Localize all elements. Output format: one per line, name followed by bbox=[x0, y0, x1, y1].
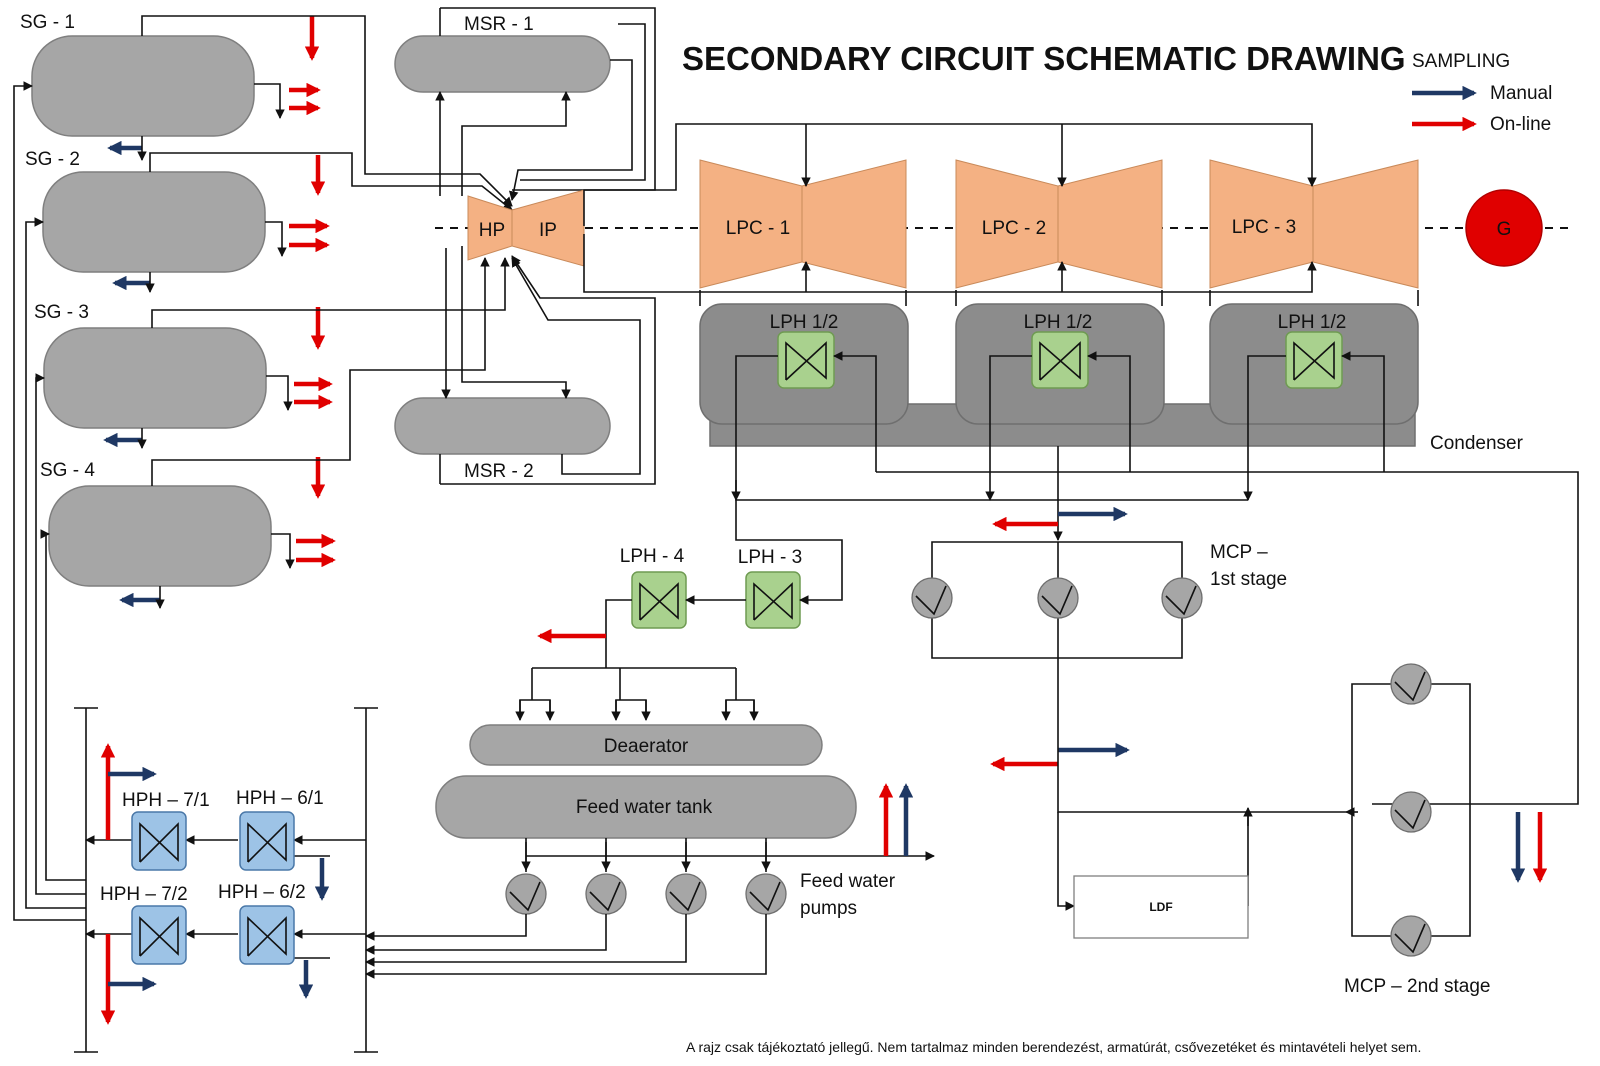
footnote: A rajz csak tájékoztató jellegű. Nem tar… bbox=[686, 1039, 1421, 1055]
lpc-2: LPC - 2 bbox=[955, 159, 1163, 289]
feed-water-pumps-label-2: pumps bbox=[800, 898, 857, 919]
ldf: LDF bbox=[1073, 875, 1249, 939]
ip-label: IP bbox=[539, 220, 557, 241]
mcp-2-sampling bbox=[1510, 812, 1548, 883]
crossover-pipes bbox=[583, 123, 1317, 293]
sg-3-label: SG - 3 bbox=[34, 302, 89, 323]
lph-1-2-b: LPH 1/2 bbox=[1024, 312, 1093, 389]
sg-pipes bbox=[13, 81, 295, 921]
hp-label: HP bbox=[479, 220, 505, 241]
sg-2-label: SG - 2 bbox=[25, 149, 80, 170]
lpc-2-label: LPC - 2 bbox=[982, 218, 1046, 239]
lph-1-2-b-label: LPH 1/2 bbox=[1024, 312, 1093, 333]
lpc-3: LPC - 3 bbox=[1209, 159, 1419, 289]
hp-ip-turbine: HP IP bbox=[467, 189, 585, 267]
hph-6-2-label: HPH – 6/2 bbox=[218, 882, 306, 903]
feed-water-tank: Feed water tank bbox=[435, 775, 857, 839]
msr-1: MSR - 1 bbox=[394, 7, 656, 191]
feed-water-pumps-label-1: Feed water bbox=[800, 871, 896, 892]
condensate-pipes bbox=[731, 351, 1579, 805]
lph-1-2-c-label: LPH 1/2 bbox=[1278, 312, 1347, 333]
generator-label: G bbox=[1497, 219, 1512, 240]
steam-generator-3: SG - 3 bbox=[34, 302, 267, 429]
mcp-2-label: MCP – 2nd stage bbox=[1344, 976, 1490, 997]
hph-6-1: HPH – 6/1 bbox=[236, 788, 324, 871]
fwp-sampling bbox=[878, 783, 914, 856]
steam-generator-4: SG - 4 bbox=[40, 460, 272, 587]
legend-manual-label: Manual bbox=[1490, 83, 1552, 104]
legend-title: SAMPLING bbox=[1412, 51, 1510, 72]
msr-pipes bbox=[435, 8, 646, 484]
mcp-2nd-stage: MCP – 2nd stage bbox=[1057, 658, 1490, 997]
steam-generator-2: SG - 2 bbox=[25, 149, 266, 273]
feed-water-tank-label: Feed water tank bbox=[576, 797, 713, 818]
mcp-1st-stage: MCP – 1st stage bbox=[911, 541, 1287, 659]
hph-7-1-label: HPH – 7/1 bbox=[122, 790, 210, 811]
msr-2: MSR - 2 bbox=[394, 255, 656, 485]
hph-section bbox=[74, 707, 378, 1053]
lpc-1: LPC - 1 bbox=[699, 159, 907, 289]
lpc-3-label: LPC - 3 bbox=[1232, 217, 1296, 238]
steam-generator-1: SG - 1 bbox=[20, 12, 255, 137]
hph-6-2: HPH – 6/2 bbox=[218, 882, 306, 965]
feed-water-pumps: Feed water pumps bbox=[365, 838, 935, 979]
lph-3: LPH - 3 bbox=[738, 547, 802, 629]
mcp-1-label-line2: 1st stage bbox=[1210, 569, 1287, 590]
sg-sampling-arrows bbox=[103, 16, 336, 608]
diagram-title: SECONDARY CIRCUIT SCHEMATIC DRAWING bbox=[682, 40, 1406, 77]
sg-1-label: SG - 1 bbox=[20, 12, 75, 33]
hph-7-2-label: HPH – 7/2 bbox=[100, 884, 188, 905]
lpc-1-label: LPC - 1 bbox=[726, 218, 790, 239]
mcp-1-sampling bbox=[990, 506, 1130, 772]
ldf-label: LDF bbox=[1149, 900, 1172, 914]
msr-1-label: MSR - 1 bbox=[464, 14, 534, 35]
hph-7-2: HPH – 7/2 bbox=[100, 884, 188, 965]
hph-7-1: HPH – 7/1 bbox=[122, 790, 210, 871]
lph-1-2-a-label: LPH 1/2 bbox=[770, 312, 839, 333]
lph-4: LPH - 4 bbox=[620, 546, 687, 629]
hph-6-1-label: HPH – 6/1 bbox=[236, 788, 324, 809]
hph-sampling bbox=[100, 743, 330, 1025]
main-steam-lines bbox=[141, 15, 513, 486]
legend-online-label: On-line bbox=[1490, 114, 1551, 135]
generator: G bbox=[1465, 189, 1543, 267]
lph-4-label: LPH - 4 bbox=[620, 546, 685, 567]
lph-3-label: LPH - 3 bbox=[738, 547, 802, 568]
msr-2-label: MSR - 2 bbox=[464, 461, 534, 482]
lph-1-2-a: LPH 1/2 bbox=[770, 312, 839, 389]
lph-1-2-c: LPH 1/2 bbox=[1278, 312, 1347, 389]
condenser-label: Condenser bbox=[1430, 433, 1524, 454]
sg-4-label: SG - 4 bbox=[40, 460, 95, 481]
mcp-1-label-line1: MCP – bbox=[1210, 542, 1268, 563]
lph-pipes bbox=[515, 500, 843, 721]
deaerator-label: Deaerator bbox=[604, 736, 689, 757]
deaerator: Deaerator bbox=[469, 724, 823, 766]
